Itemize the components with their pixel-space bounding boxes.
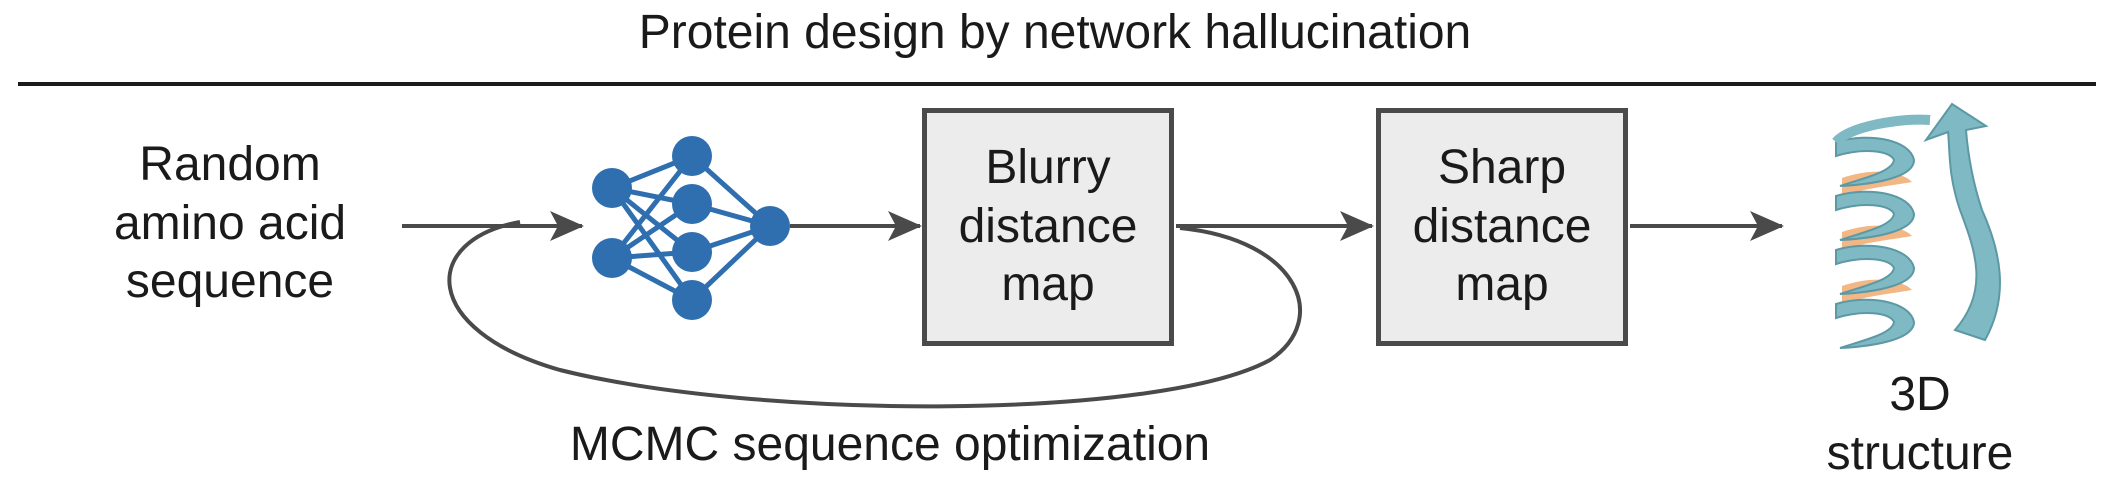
output-label: 3D structure [1826,368,2014,480]
diagram-title: Protein design by network hallucination [638,6,1472,59]
blurry-distance-map-box: Blurry distance map [922,108,1174,346]
sharp-distance-map-box: Sharp distance map [1376,108,1628,346]
mcmc-loop-label: MCMC sequence optimization [569,418,1211,471]
input-label: Random amino acid sequence [113,138,347,309]
protein-structure-icon [1832,102,2001,349]
mcmc-loop-line [447,220,1302,409]
neural-network-icon [592,136,790,320]
